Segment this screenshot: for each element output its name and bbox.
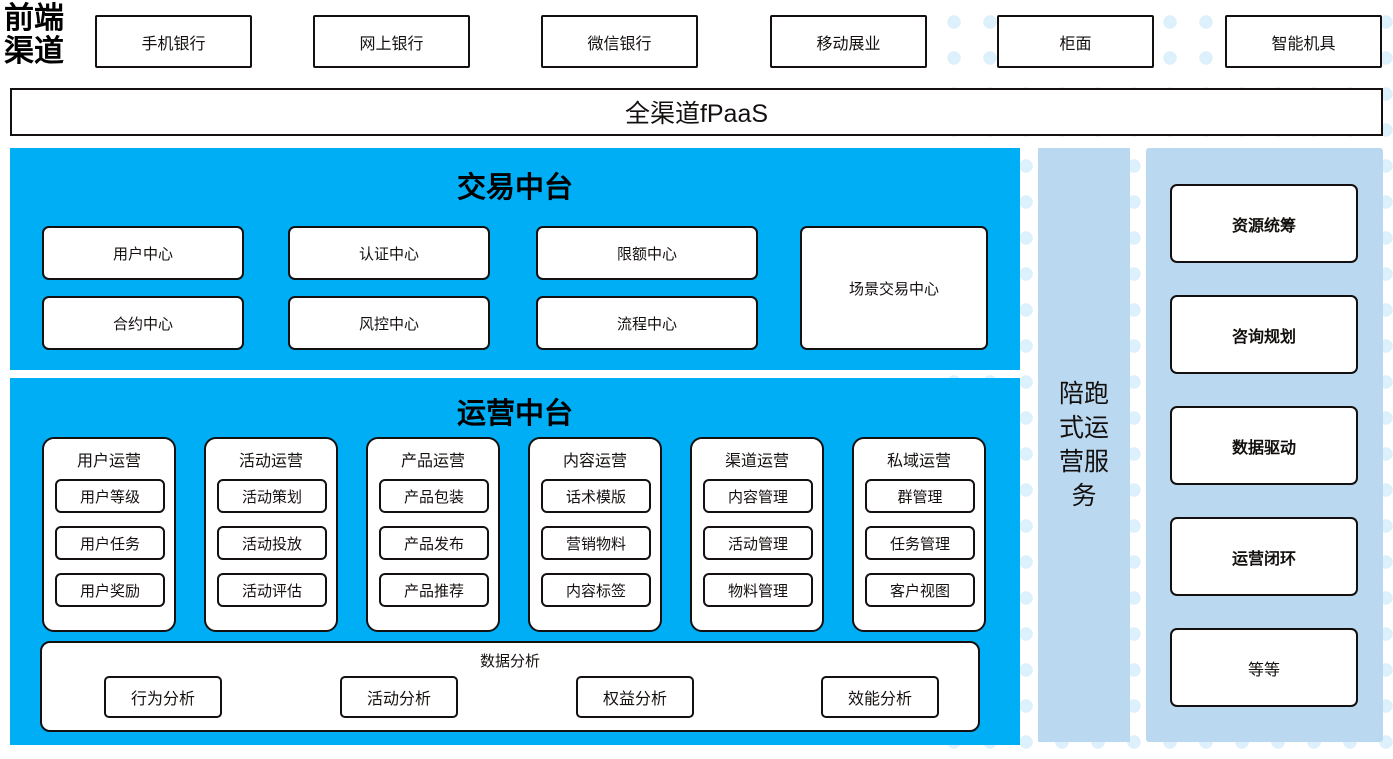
op-item[interactable]: 客户视图 — [865, 573, 975, 607]
channel-box-label: 手机银行 — [141, 35, 206, 53]
front-channel-label-line2: 渠道 — [4, 35, 64, 68]
channel-box-counter[interactable]: 柜面 — [997, 15, 1154, 68]
data-analysis-item-efficiency[interactable]: 效能分析 — [821, 676, 939, 718]
channel-box-smart-machine[interactable]: 智能机具 — [1225, 15, 1382, 68]
op-item[interactable]: 活动策划 — [217, 479, 327, 513]
accompanying-operation-service-label: 陪跑式运营服务 — [1058, 380, 1109, 510]
channel-box-wechat-bank[interactable]: 微信银行 — [541, 15, 698, 68]
channel-box-label: 柜面 — [1059, 35, 1092, 53]
tx-card-label: 限额中心 — [616, 245, 677, 263]
omni-channel-fpaas-bar[interactable]: 全渠道fPaaS — [10, 88, 1383, 136]
tx-card-label: 场景交易中心 — [848, 280, 939, 298]
front-channel-label-line1: 前端 — [4, 2, 64, 35]
transaction-center-block: 交易中台 用户中心 认证中心 限额中心 合约中心 风控中心 流程中心 场景交易中… — [10, 148, 1020, 370]
op-item[interactable]: 内容标签 — [541, 573, 651, 607]
op-item[interactable]: 话术模版 — [541, 479, 651, 513]
op-item[interactable]: 活动评估 — [217, 573, 327, 607]
op-column-title: 私域运营 — [886, 453, 951, 470]
op-column-product-operation[interactable]: 产品运营 产品包装 产品发布 产品推荐 — [366, 437, 500, 632]
tx-card-label: 合约中心 — [112, 315, 173, 333]
tx-card-label: 用户中心 — [112, 245, 173, 263]
tx-card-user-center[interactable]: 用户中心 — [42, 226, 244, 280]
tx-card-contract-center[interactable]: 合约中心 — [42, 296, 244, 350]
channel-box-label: 移动展业 — [816, 35, 881, 53]
accompanying-operation-service-strip: 陪跑式运营服务 — [1038, 148, 1130, 742]
channel-box-label: 智能机具 — [1271, 35, 1336, 53]
op-column-title: 产品运营 — [400, 453, 465, 470]
op-column-private-domain-operation[interactable]: 私域运营 群管理 任务管理 客户视图 — [852, 437, 986, 632]
channel-box-mobile-business[interactable]: 移动展业 — [770, 15, 927, 68]
operation-center-title: 运营中台 — [456, 398, 573, 430]
op-column-user-operation[interactable]: 用户运营 用户等级 用户任务 用户奖励 — [42, 437, 176, 632]
op-item[interactable]: 活动投放 — [217, 526, 327, 560]
op-column-title: 活动运营 — [238, 453, 303, 470]
data-analysis-title: 数据分析 — [479, 653, 540, 670]
op-item[interactable]: 用户等级 — [55, 479, 165, 513]
op-column-title: 渠道运营 — [724, 453, 789, 470]
omni-channel-fpaas-label: 全渠道fPaaS — [624, 100, 769, 128]
tx-card-label: 风控中心 — [358, 315, 419, 333]
tx-card-process-center[interactable]: 流程中心 — [536, 296, 758, 350]
capability-box-etc[interactable]: 等等 — [1170, 628, 1358, 707]
op-item[interactable]: 活动管理 — [703, 526, 813, 560]
channel-box-mobile-bank[interactable]: 手机银行 — [95, 15, 252, 68]
capability-box-resource-coordination[interactable]: 资源统筹 — [1170, 184, 1358, 263]
channel-box-online-bank[interactable]: 网上银行 — [313, 15, 470, 68]
tx-card-scenario-transaction-center[interactable]: 场景交易中心 — [800, 226, 988, 350]
op-column-activity-operation[interactable]: 活动运营 活动策划 活动投放 活动评估 — [204, 437, 338, 632]
op-item[interactable]: 用户奖励 — [55, 573, 165, 607]
op-column-channel-operation[interactable]: 渠道运营 内容管理 活动管理 物料管理 — [690, 437, 824, 632]
op-item[interactable]: 产品发布 — [379, 526, 489, 560]
op-column-title: 用户运营 — [76, 453, 141, 470]
op-item[interactable]: 内容管理 — [703, 479, 813, 513]
data-analysis-item-behavior[interactable]: 行为分析 — [104, 676, 222, 718]
tx-card-limit-center[interactable]: 限额中心 — [536, 226, 758, 280]
op-column-title: 内容运营 — [562, 453, 627, 470]
front-channel-label: 前端 渠道 — [4, 2, 92, 68]
op-column-content-operation[interactable]: 内容运营 话术模版 营销物料 内容标签 — [528, 437, 662, 632]
op-item[interactable]: 营销物料 — [541, 526, 651, 560]
transaction-center-title: 交易中台 — [456, 172, 573, 204]
capability-box-consulting-planning[interactable]: 咨询规划 — [1170, 295, 1358, 374]
op-item[interactable]: 物料管理 — [703, 573, 813, 607]
op-item[interactable]: 产品包装 — [379, 479, 489, 513]
op-item[interactable]: 用户任务 — [55, 526, 165, 560]
tx-card-label: 流程中心 — [616, 315, 677, 333]
data-analysis-item-rights[interactable]: 权益分析 — [576, 676, 694, 718]
channel-box-label: 微信银行 — [587, 35, 652, 53]
data-analysis-item-activity[interactable]: 活动分析 — [340, 676, 458, 718]
capability-panel: 资源统筹 咨询规划 数据驱动 运营闭环 等等 — [1146, 148, 1383, 742]
capability-box-data-driven[interactable]: 数据驱动 — [1170, 406, 1358, 485]
op-item[interactable]: 任务管理 — [865, 526, 975, 560]
tx-card-label: 认证中心 — [358, 245, 419, 263]
tx-card-auth-center[interactable]: 认证中心 — [288, 226, 490, 280]
channel-box-label: 网上银行 — [359, 35, 424, 53]
data-analysis-panel: 数据分析 行为分析 活动分析 权益分析 效能分析 — [40, 641, 980, 732]
capability-box-operation-closed-loop[interactable]: 运营闭环 — [1170, 517, 1358, 596]
tx-card-risk-center[interactable]: 风控中心 — [288, 296, 490, 350]
op-item[interactable]: 群管理 — [865, 479, 975, 513]
op-item[interactable]: 产品推荐 — [379, 573, 489, 607]
